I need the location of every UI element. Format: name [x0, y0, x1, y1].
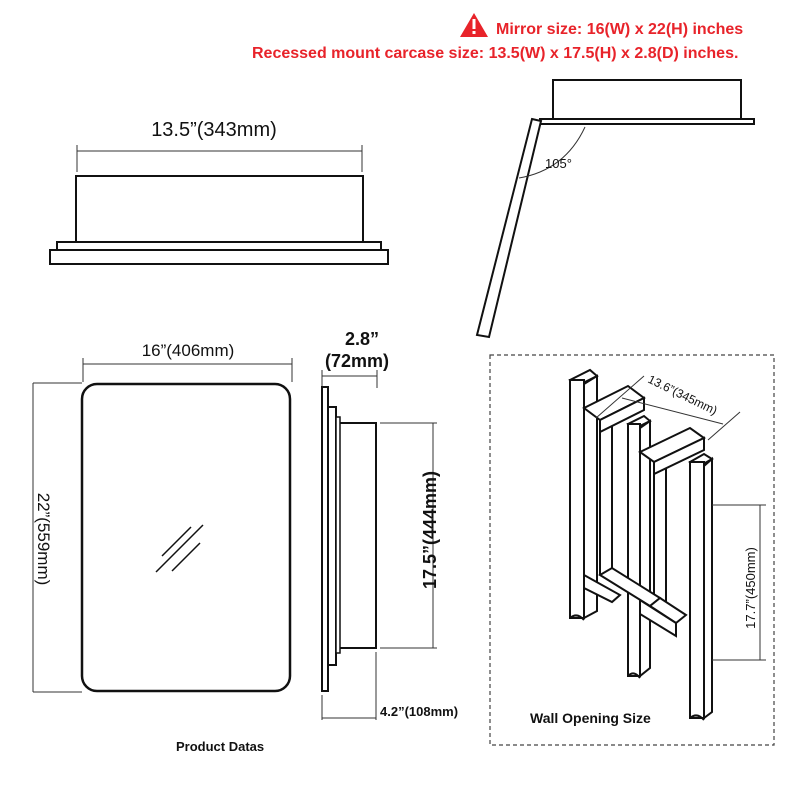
- warning-triangle-icon: [460, 13, 488, 37]
- top-view: 13.5”(343mm): [49, 119, 389, 265]
- wall-opening-view: 13.6”(345mm) 17.7”(450mm) Wall Opening S…: [489, 354, 775, 746]
- wall-opening-caption: Wall Opening Size: [530, 710, 651, 726]
- open-angle-label: 105°: [545, 156, 572, 171]
- carcase-size-note: Recessed mount carcase size: 13.5(W) x 1…: [252, 45, 738, 62]
- opening-height-label: 17.7”(450mm): [743, 547, 758, 629]
- front-width-label: 16”(406mm): [142, 341, 235, 360]
- open-door-view: 105°: [475, 79, 755, 339]
- carcase-height-label: 17.5”(444mm): [420, 471, 440, 589]
- side-depth-label-1: 2.8”: [345, 329, 379, 349]
- side-view: 2.8” (72mm) 17.5”(444mm) 4.2”(108mm): [321, 329, 458, 720]
- top-width-label: 13.5”(343mm): [151, 119, 277, 141]
- opening-width-label: 13.6”(345mm): [646, 372, 720, 418]
- side-bottom-label: 4.2”(108mm): [380, 704, 458, 719]
- side-depth-label-2: (72mm): [325, 351, 389, 371]
- product-datas-caption: Product Datas: [176, 739, 264, 754]
- front-height-label: 22”(559mm): [34, 493, 53, 586]
- mirror-size-note: Mirror size: 16(W) x 22(H) inches: [496, 21, 743, 38]
- front-view: 16”(406mm) 22”(559mm): [32, 341, 293, 693]
